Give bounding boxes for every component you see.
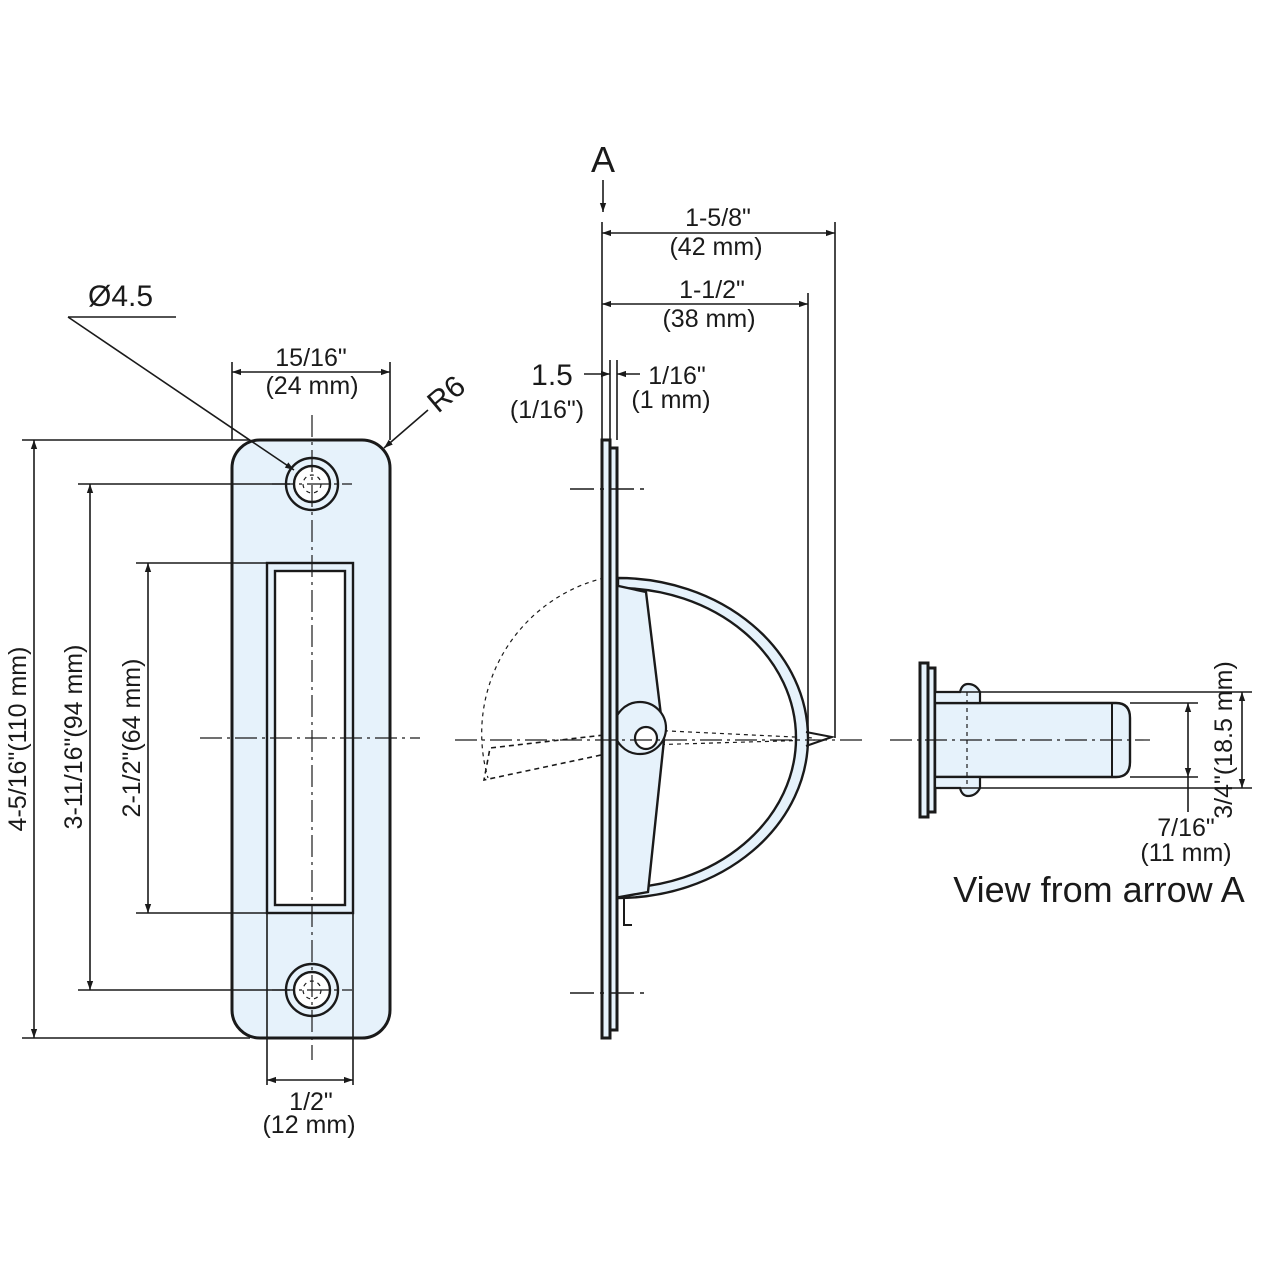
reach-inch-label: 1-5/8" <box>685 204 751 232</box>
recess-width-mm-label: (12 mm) <box>262 1111 355 1139</box>
gap-inch-label: 1/16" <box>648 362 706 390</box>
reach-mm-label: (42 mm) <box>669 233 762 261</box>
base-plate-back <box>608 446 619 1032</box>
plate-thickness-inch-label: (1/16") <box>510 396 584 424</box>
ring-mm-label: (38 mm) <box>662 305 755 333</box>
arrow-a-label: A <box>591 139 615 180</box>
inner-height-mm-label: (11 mm) <box>1140 839 1231 867</box>
side-view: A 1-5/8" (42 mm) 1-1/2" (38 mm) 1.5 (1/1… <box>455 139 865 1040</box>
total-height-label: 4-5/16"(110 mm) <box>4 647 32 832</box>
inner-height-inch-label: 7/16" <box>1157 814 1215 842</box>
width-mm-label: (24 mm) <box>265 372 358 400</box>
outer-height-label: 3/4"(18.5 mm) <box>1210 661 1238 819</box>
recess-length-label: 2-1/2"(64 mm) <box>118 659 146 818</box>
ring-inch-label: 1-1/2" <box>679 276 745 304</box>
hole-pitch-label: 3-11/16"(94 mm) <box>60 645 88 830</box>
gap-mm-label: (1 mm) <box>631 386 710 414</box>
plate-thickness-label: 1.5 <box>531 359 573 392</box>
corner-radius-label: R6 <box>421 369 472 419</box>
recess-width-inch-label: 1/2" <box>289 1088 333 1116</box>
front-view: Ø4.5 15/16" (24 mm) R6 4-5/16"(110 mm) 3… <box>4 280 472 1139</box>
view-caption: View from arrow A <box>953 869 1244 910</box>
hole-diameter-label: Ø4.5 <box>88 280 153 313</box>
arrow-a-view: 3/4"(18.5 mm) 7/16" (11 mm) View from ar… <box>890 661 1252 910</box>
width-inch-label: 15/16" <box>275 344 346 372</box>
